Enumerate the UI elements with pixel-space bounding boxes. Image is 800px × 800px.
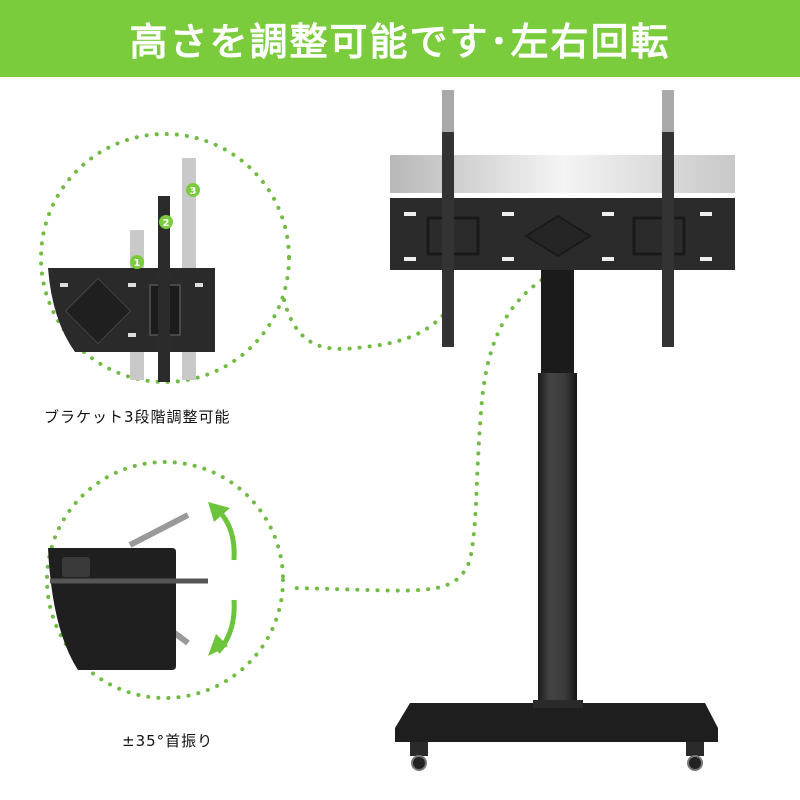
banner-title: 高さを調整可能です･左右回転	[129, 20, 671, 64]
bracket-caption: ブラケット3段階調整可能	[44, 408, 231, 426]
inner-pole	[541, 270, 574, 374]
svg-text:2: 2	[163, 218, 170, 229]
tv-arm-right	[662, 132, 674, 347]
base-plate	[395, 703, 718, 742]
outer-pole	[538, 373, 577, 708]
dotted-connector-upper	[282, 262, 569, 593]
bracket-detail-circle: 1 2 3	[39, 132, 291, 384]
svg-text:3: 3	[190, 186, 197, 197]
bracket-level-2-active	[158, 196, 170, 382]
level-badge-2: 2	[159, 215, 173, 229]
level-badge-3: 3	[186, 183, 200, 197]
svg-text:1: 1	[134, 258, 141, 269]
level-badge-1: 1	[130, 255, 144, 269]
caster-left	[410, 742, 428, 771]
mount-plate-ghost	[390, 155, 735, 193]
swivel-detail-circle	[45, 460, 285, 700]
tv-arm-left	[442, 132, 454, 347]
header-banner: 高さを調整可能です･左右回転	[0, 0, 800, 77]
tv-stand	[390, 90, 735, 771]
caster-right	[686, 742, 704, 771]
swivel-caption: ±35°首振り	[122, 732, 214, 750]
